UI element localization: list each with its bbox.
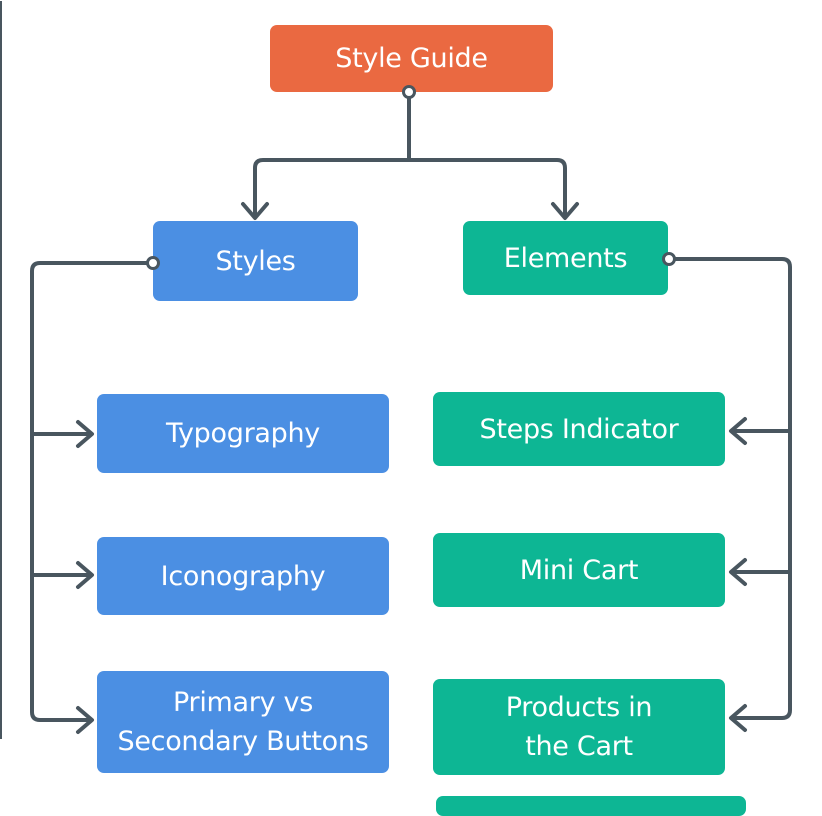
root-connector-dot	[402, 85, 416, 99]
node-style-guide-label: Style Guide	[335, 43, 488, 74]
node-mini-cart: Mini Cart	[433, 533, 725, 607]
node-buttons-label-line2: Secondary Buttons	[117, 726, 369, 757]
root-to-styles-connector	[253, 158, 411, 218]
products-arrowhead	[729, 704, 747, 732]
buttons-arrowhead	[76, 706, 94, 734]
root-to-elements-connector	[407, 158, 567, 218]
node-products-label-line2: the Cart	[525, 731, 633, 762]
node-mini-cart-label: Mini Cart	[519, 554, 639, 586]
node-typography-label: Typography	[166, 418, 320, 449]
node-products-in-cart: Products in the Cart	[433, 679, 725, 775]
node-iconography-label: Iconography	[160, 560, 326, 592]
elements-arrowhead	[551, 202, 579, 220]
left-edge-line	[0, 1, 2, 739]
node-steps-indicator-label: Steps Indicator	[479, 413, 679, 445]
node-elements-label: Elements	[503, 242, 628, 274]
styles-branch-connector	[30, 261, 155, 722]
minicart-arrowhead	[729, 558, 747, 586]
node-buttons: Primary vs Secondary Buttons	[97, 671, 389, 773]
node-styles-label: Styles	[215, 245, 296, 277]
elements-branch-connector	[667, 257, 792, 720]
node-styles: Styles	[153, 221, 358, 301]
steps-arrowhead	[729, 417, 747, 445]
node-buttons-label-line1: Primary vs	[173, 687, 313, 718]
node-elements: Elements	[463, 221, 668, 295]
node-products-label-line1: Products in	[505, 692, 653, 723]
elements-connector-dot	[662, 252, 676, 266]
node-typography: Typography	[97, 394, 389, 473]
node-style-guide: Style Guide	[270, 25, 553, 92]
iconography-arrowhead	[76, 561, 94, 589]
styles-arrowhead	[241, 202, 269, 220]
node-iconography: Iconography	[97, 537, 389, 615]
styles-connector-dot	[146, 256, 160, 270]
typography-arrowhead	[76, 420, 94, 448]
node-steps-indicator: Steps Indicator	[433, 392, 725, 466]
